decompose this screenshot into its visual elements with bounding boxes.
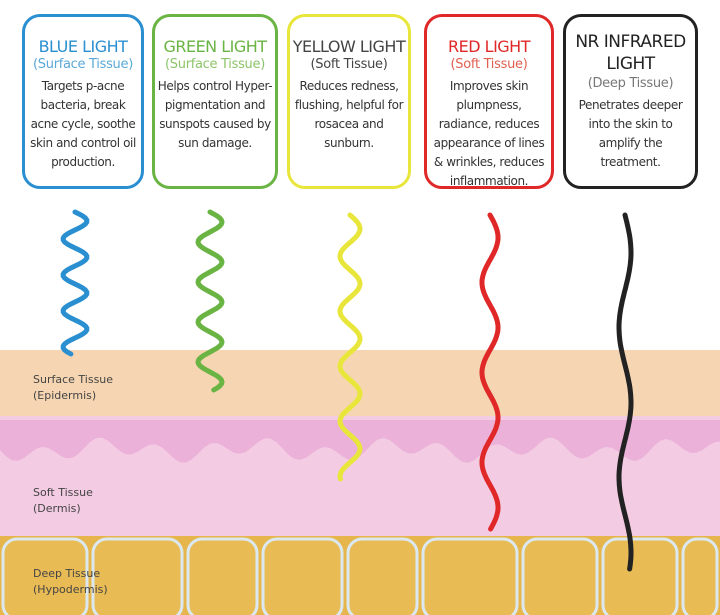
card-infrared-light: NR INFRARED LIGHT (Deep Tissue) Penetrat… — [563, 14, 698, 189]
fat-cell — [421, 537, 519, 615]
label-epidermis: Surface Tissue(Epidermis) — [33, 373, 114, 402]
fat-cell — [346, 537, 419, 615]
card-title: GREEN LIGHT — [163, 37, 267, 56]
card-subtitle: (Surface Tissue) — [165, 57, 265, 72]
card-desc: Improves skin plumpness, radiance, reduc… — [433, 79, 545, 188]
label-dermis: Soft Tissue(Dermis) — [33, 486, 93, 515]
epidermis-layer — [0, 350, 720, 416]
card-subtitle: (Soft Tissue) — [450, 57, 528, 72]
card-subtitle: (Deep Tissue) — [587, 76, 674, 91]
blue-light-wave — [60, 209, 90, 357]
card-desc: Penetrates deeper into the skin to ampli… — [578, 98, 683, 169]
card-desc: Targets p-acne bacteria, break acne cycl… — [30, 79, 136, 169]
fat-cell — [521, 537, 599, 615]
label-hypodermis: Deep Tissue(Hypodermis) — [33, 567, 108, 596]
card-title: YELLOW LIGHT — [292, 37, 406, 56]
fat-cell — [91, 537, 184, 615]
card-title: NR INFRARED LIGHT — [575, 32, 686, 74]
card-subtitle: (Surface Tissue) — [33, 57, 133, 72]
card-title: RED LIGHT — [448, 37, 530, 56]
dermis-papillae — [0, 420, 720, 463]
card-subtitle: (Soft Tissue) — [310, 57, 388, 72]
red-light-wave — [479, 212, 501, 532]
fat-cell — [681, 537, 719, 615]
card-green-light: GREEN LIGHT (Surface Tissue) Helps contr… — [152, 14, 278, 189]
card-title: BLUE LIGHT — [38, 37, 128, 56]
fat-cell — [601, 537, 679, 615]
fat-cell — [186, 537, 259, 615]
fat-cell — [261, 537, 344, 615]
card-blue-light: BLUE LIGHT (Surface Tissue) Targets p-ac… — [22, 14, 144, 189]
fat-cell — [1, 537, 89, 615]
fat-cells — [1, 537, 719, 615]
green-light-wave — [195, 209, 225, 393]
infrared-light-wave — [616, 212, 634, 572]
card-red-light: RED LIGHT (Soft Tissue) Improves skin pl… — [424, 14, 554, 189]
card-desc: Helps control Hyper-pigmentation and sun… — [157, 79, 273, 150]
card-desc: Reduces redness, flushing, helpful for r… — [294, 79, 404, 150]
yellow-light-wave — [337, 212, 363, 482]
card-yellow-light: YELLOW LIGHT (Soft Tissue) Reduces redne… — [287, 14, 411, 189]
